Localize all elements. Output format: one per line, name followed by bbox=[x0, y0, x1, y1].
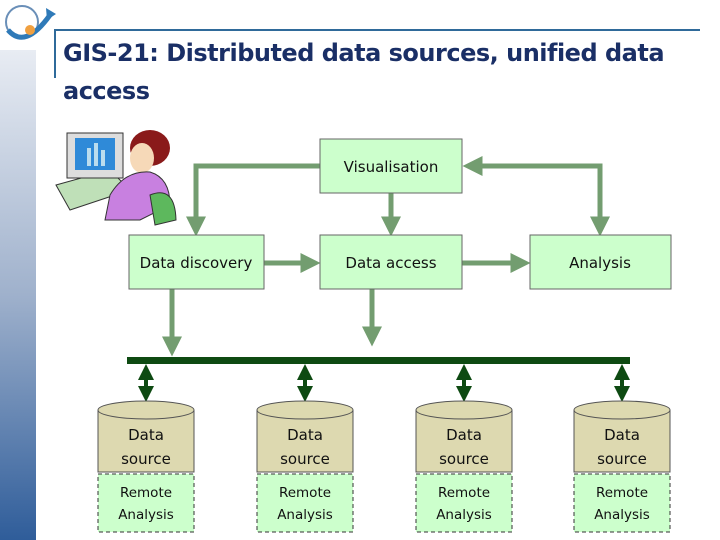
cylinder-body bbox=[97, 410, 195, 473]
cylinder-body bbox=[256, 410, 354, 473]
arrow-analysis-to-vis bbox=[462, 156, 603, 229]
sidebar-gradient bbox=[0, 50, 36, 540]
data-source-label: Data bbox=[128, 426, 164, 444]
remote-analysis-label: Remote bbox=[120, 485, 172, 501]
cylinder-top bbox=[415, 400, 513, 420]
data-source-label: source bbox=[280, 450, 330, 468]
remote-analysis-label: Remote bbox=[596, 485, 648, 501]
remote-analysis-box bbox=[573, 473, 671, 533]
remote-analysis-label: Analysis bbox=[436, 507, 492, 523]
inpe-logo-icon bbox=[5, 5, 56, 40]
data-source-label: Data bbox=[287, 426, 323, 444]
remote-analysis-label: Analysis bbox=[277, 507, 333, 523]
data-discovery-label: Data discovery bbox=[140, 254, 253, 272]
cylinder-body bbox=[573, 410, 671, 473]
data-source-label: Data bbox=[446, 426, 482, 444]
remote-analysis-label: Analysis bbox=[118, 507, 174, 523]
remote-analysis-label: Remote bbox=[438, 485, 490, 501]
remote-analysis-box bbox=[97, 473, 195, 533]
cylinder-top bbox=[573, 400, 671, 420]
remote-analysis-label: Analysis bbox=[594, 507, 650, 523]
visualisation-label: Visualisation bbox=[344, 158, 439, 176]
analysis-label: Analysis bbox=[569, 254, 631, 272]
arrow-vis-to-discovery bbox=[186, 163, 320, 237]
cylinder-body bbox=[415, 410, 513, 473]
remote-analysis-label: Remote bbox=[279, 485, 331, 501]
remote-analysis-box bbox=[256, 473, 354, 533]
cylinder-top bbox=[256, 400, 354, 420]
data-bus bbox=[127, 357, 630, 364]
cylinder-top bbox=[97, 400, 195, 420]
data-source-label: source bbox=[439, 450, 489, 468]
data-source-label: source bbox=[121, 450, 171, 468]
analysis-box: Analysis bbox=[529, 234, 672, 290]
visualisation-box: Visualisation bbox=[319, 138, 463, 194]
user-computer-icon bbox=[55, 130, 177, 226]
data-access-box: Data access bbox=[319, 234, 463, 290]
data-access-label: Data access bbox=[345, 254, 436, 272]
data-source-label: source bbox=[597, 450, 647, 468]
data-discovery-box: Data discovery bbox=[128, 234, 265, 290]
page-title: GIS-21: Distributed data sources, unifie… bbox=[63, 39, 665, 105]
title-rule bbox=[54, 29, 700, 78]
remote-analysis-box bbox=[415, 473, 513, 533]
data-source-label: Data bbox=[604, 426, 640, 444]
